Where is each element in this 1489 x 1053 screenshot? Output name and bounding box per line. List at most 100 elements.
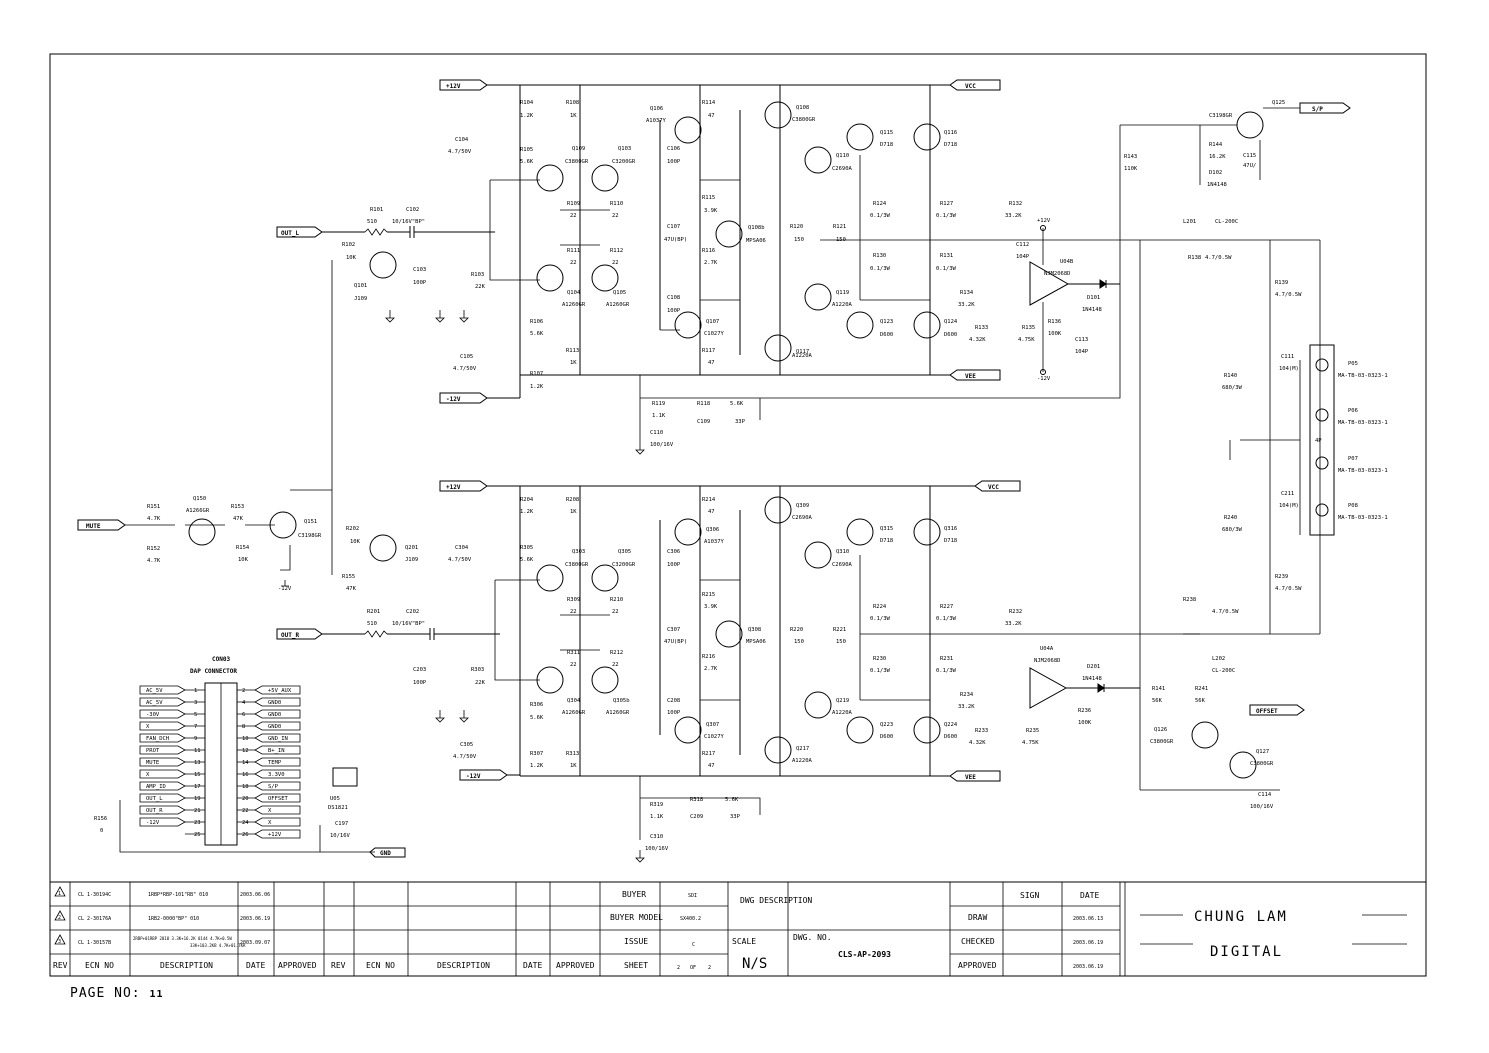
connector-net-left	[139, 745, 186, 755]
component-label: R311	[567, 650, 580, 656]
component-label: OF	[690, 965, 696, 971]
component-label: 0.1/3W	[936, 266, 957, 272]
component-label: C2690A	[792, 515, 813, 521]
component-label: MA-TB-03-0323-1	[1338, 373, 1388, 379]
component-label: 0.1/3W	[870, 213, 891, 219]
component-label: R118	[697, 401, 710, 407]
component-label: R135	[1022, 325, 1035, 331]
component-label: Q110	[836, 153, 849, 159]
connector-net-right-label: +5V_AUX	[268, 688, 292, 694]
component-label: 680/3W	[1222, 385, 1243, 391]
component-label: R133	[975, 325, 988, 331]
component-label: 33P	[730, 814, 741, 820]
connector-pin-left: 7	[194, 724, 197, 730]
component-label: 1.2K	[520, 113, 534, 119]
rail-label: +12V	[1037, 218, 1051, 224]
component-label: MA-TB-03-0323-1	[1338, 515, 1388, 521]
connector-net-right	[254, 685, 301, 695]
component-label: 2.7K	[704, 666, 718, 672]
component-label: 100/16V	[650, 442, 674, 448]
component-label: Q217	[796, 746, 809, 752]
component-label: R305	[520, 545, 533, 551]
component-label: 47U(BP)	[664, 639, 687, 645]
component-label: SDI	[688, 893, 697, 899]
component-label: R313	[566, 751, 579, 757]
component-label: 100/16V	[645, 846, 669, 852]
connector-net-left-label: AC_5V	[146, 688, 163, 694]
component-label: R108	[566, 100, 579, 106]
opamp-u04a	[1029, 667, 1140, 709]
component-label: 2003.06.06	[240, 892, 270, 898]
component-label: Q305b	[613, 698, 630, 704]
connector-net-left	[139, 805, 186, 815]
component-label: U04B	[1060, 259, 1074, 265]
connector-net-right-label: X	[268, 820, 272, 826]
rail-vee-a: VEE	[520, 369, 1001, 381]
component-label: Q119	[836, 290, 849, 296]
component-label: R154	[236, 545, 250, 551]
connector-pin-left: 23	[194, 820, 201, 826]
component-label: Q219	[836, 698, 849, 704]
component-label: CL-200C	[1212, 668, 1235, 674]
component-label: R120	[790, 224, 803, 230]
component-label: N/S	[742, 956, 767, 972]
connector-net-right-label: GND0	[268, 724, 281, 730]
component-label: BUYER MODEL	[610, 913, 663, 922]
component-label: 5.6K	[520, 557, 534, 563]
component-label: Q310	[836, 549, 849, 555]
component-label: Q315	[880, 526, 893, 532]
component-label: C102	[406, 207, 419, 213]
component-label: 33K+103.2KB 4.7K+01.7KR	[190, 943, 246, 948]
component-label: R214	[702, 497, 716, 503]
component-label: R204	[520, 497, 534, 503]
component-label: D718	[944, 538, 957, 544]
component-label: Q316	[944, 526, 957, 532]
component-label: CL 1-30157B	[78, 940, 111, 946]
component-label: R115	[702, 195, 715, 201]
component-label: C3198GR	[298, 533, 322, 539]
connector-net-left-label: -12V	[146, 820, 160, 826]
component-label: Q223	[880, 722, 893, 728]
connector-net-left	[139, 769, 186, 779]
component-label: C2690A	[832, 562, 853, 568]
component-label: Q308	[748, 627, 761, 633]
component-label: C208	[667, 698, 680, 704]
component-label: R117	[702, 348, 715, 354]
component-label: Q106	[650, 106, 663, 112]
rail-vee-b: VEE	[520, 770, 1001, 782]
connector-net-left	[139, 733, 186, 743]
component-label: 1.2K	[530, 384, 544, 390]
component-label: NJM2068D	[1044, 271, 1071, 277]
connector-pin-right: 14	[242, 760, 249, 766]
component-label: R238	[1183, 597, 1196, 603]
component-label: C3800GR	[1250, 761, 1274, 767]
component-label: R151	[147, 504, 160, 510]
component-label: Q117	[796, 349, 809, 355]
component-label: 22	[612, 260, 619, 266]
component-label: C109	[697, 419, 710, 425]
component-label: R216	[702, 654, 715, 660]
component-label: R235	[1026, 728, 1039, 734]
connector-net-right	[254, 709, 301, 719]
component-label: R217	[702, 751, 715, 757]
component-label: 2.7K	[704, 260, 718, 266]
rail-label: GND	[380, 850, 391, 857]
component-label: MA-TB-03-0323-1	[1338, 420, 1388, 426]
connector-net-left	[139, 793, 186, 803]
component-label: C111	[1281, 354, 1294, 360]
component-label: U04A	[1040, 646, 1054, 652]
component-label: DATE	[246, 961, 265, 970]
component-label: Q125	[1272, 100, 1285, 106]
component-label: Q109	[572, 146, 585, 152]
connector-title: DAP CONNECTOR	[190, 668, 237, 675]
component-label: 2	[708, 965, 711, 971]
rail-label: VEE	[965, 774, 976, 781]
company-name-line2: DIGITAL	[1210, 944, 1283, 960]
component-label: ECN NO	[85, 961, 114, 970]
component-label: 47	[708, 509, 715, 515]
component-label: Q124	[944, 319, 958, 325]
component-label: A1266GR	[186, 508, 210, 514]
component-label: 5.6K	[725, 797, 739, 803]
component-label: P06	[1348, 408, 1358, 414]
